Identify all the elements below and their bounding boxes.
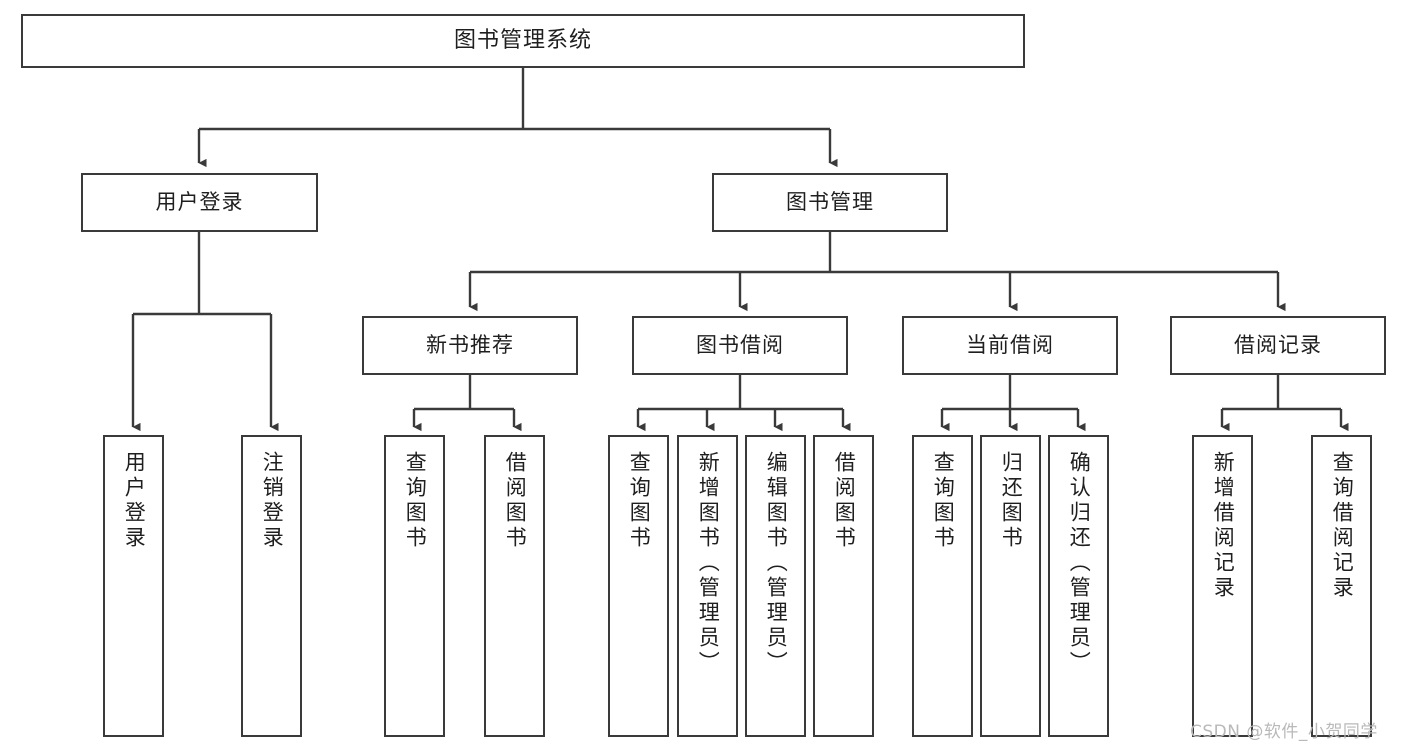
leaf-current-borrow-return-book[interactable]: 归还图书 bbox=[980, 435, 1041, 737]
leaf-book-borrow-edit-book-admin[interactable]: 编辑图书（管理员） bbox=[745, 435, 806, 737]
leaf-new-book-query-book[interactable]: 查询图书 bbox=[384, 435, 445, 737]
leaf-borrow-record-add-record[interactable]: 新增借阅记录 bbox=[1192, 435, 1253, 737]
leaf-label: 编辑图书（管理员） bbox=[764, 451, 789, 676]
leaf-user-login-logout[interactable]: 注销登录 bbox=[241, 435, 302, 737]
node-book-borrow-label: 图书借阅 bbox=[696, 332, 784, 357]
node-book-management[interactable]: 图书管理 bbox=[712, 173, 948, 232]
leaf-label: 新增图书（管理员） bbox=[696, 451, 721, 676]
node-borrow-record[interactable]: 借阅记录 bbox=[1170, 316, 1386, 375]
node-borrow-record-label: 借阅记录 bbox=[1234, 332, 1322, 357]
node-new-book-recommend[interactable]: 新书推荐 bbox=[362, 316, 578, 375]
leaf-label: 注销登录 bbox=[260, 451, 285, 551]
leaf-label: 确认归还（管理员） bbox=[1067, 451, 1092, 676]
leaf-user-login-login[interactable]: 用户登录 bbox=[103, 435, 164, 737]
csdn-watermark: CSDN @软件_小贺同学 bbox=[1190, 717, 1378, 742]
leaf-label: 新增借阅记录 bbox=[1211, 451, 1236, 601]
node-user-login[interactable]: 用户登录 bbox=[81, 173, 318, 232]
leaf-label: 查询借阅记录 bbox=[1330, 451, 1355, 601]
node-current-borrow-label: 当前借阅 bbox=[966, 332, 1054, 357]
node-current-borrow[interactable]: 当前借阅 bbox=[902, 316, 1118, 375]
leaf-label: 查询图书 bbox=[627, 451, 652, 551]
leaf-label: 借阅图书 bbox=[503, 451, 528, 551]
leaf-label: 用户登录 bbox=[122, 451, 147, 551]
node-user-login-label: 用户登录 bbox=[155, 189, 244, 214]
node-root-book-management-system[interactable]: 图书管理系统 bbox=[21, 14, 1025, 68]
leaf-new-book-borrow-book[interactable]: 借阅图书 bbox=[484, 435, 545, 737]
leaf-label: 借阅图书 bbox=[832, 451, 857, 551]
leaf-book-borrow-add-book-admin[interactable]: 新增图书（管理员） bbox=[677, 435, 738, 737]
watermark-text: CSDN @软件_小贺同学 bbox=[1190, 722, 1378, 742]
leaf-borrow-record-query-record[interactable]: 查询借阅记录 bbox=[1311, 435, 1372, 737]
node-new-book-recommend-label: 新书推荐 bbox=[426, 332, 514, 357]
leaf-label: 归还图书 bbox=[999, 451, 1024, 551]
node-root-label: 图书管理系统 bbox=[453, 27, 592, 53]
node-book-management-label: 图书管理 bbox=[786, 189, 874, 214]
leaf-book-borrow-query-book[interactable]: 查询图书 bbox=[608, 435, 669, 737]
leaf-current-borrow-confirm-return-admin[interactable]: 确认归还（管理员） bbox=[1048, 435, 1109, 737]
leaf-book-borrow-borrow-book[interactable]: 借阅图书 bbox=[813, 435, 874, 737]
leaf-current-borrow-query-book[interactable]: 查询图书 bbox=[912, 435, 973, 737]
leaf-label: 查询图书 bbox=[403, 451, 428, 551]
node-book-borrow[interactable]: 图书借阅 bbox=[632, 316, 848, 375]
leaf-label: 查询图书 bbox=[931, 451, 956, 551]
